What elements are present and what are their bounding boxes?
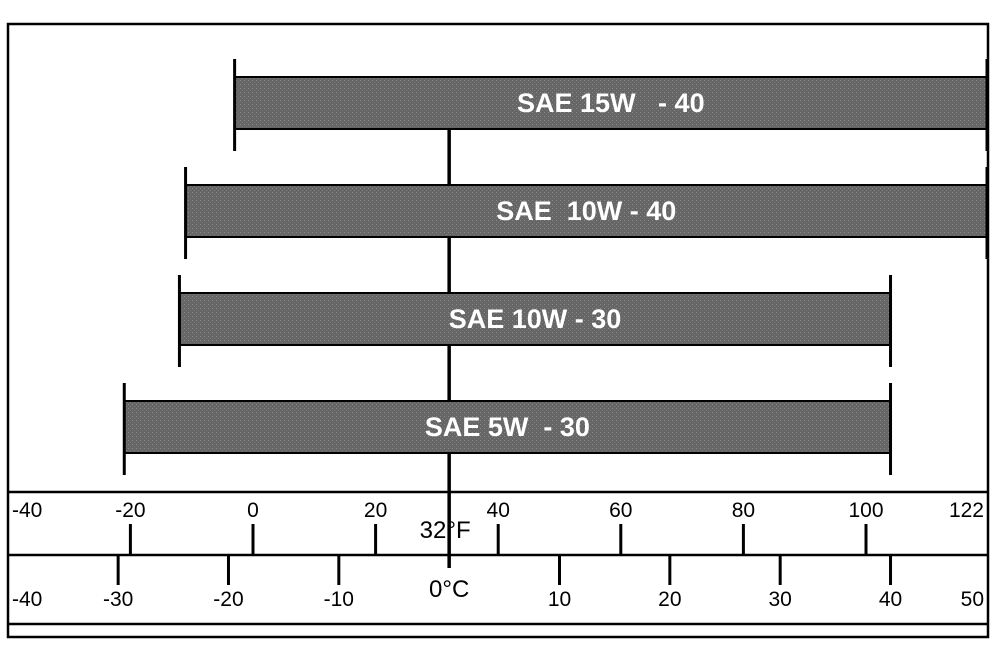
celsius-marker-label: 0°C xyxy=(429,576,469,603)
c-tick-label: -40 xyxy=(12,588,42,611)
f-tick-label: 20 xyxy=(364,499,387,522)
fahrenheit-marker-label: 32°F xyxy=(420,517,471,544)
bar-rect xyxy=(123,400,892,454)
f-tick-label: -20 xyxy=(115,499,145,522)
bar-rect xyxy=(184,184,988,238)
f-tick-label: 0 xyxy=(247,499,259,522)
f-tick-label: -40 xyxy=(12,499,42,522)
c-tick-label: -30 xyxy=(103,588,133,611)
bar-label: SAE 10W - 40 xyxy=(496,196,676,226)
f-tick-label: 40 xyxy=(487,499,510,522)
f-tick-label: 80 xyxy=(732,499,755,522)
bar-label: SAE 5W - 30 xyxy=(425,412,590,442)
viscosity-bars: SAE 15W - 40 SAE 10W - 40 SAE 10W - 30 SAE … xyxy=(122,59,989,475)
celsius-axis: -40 -30 -20 -10 10 20 30 40 50 0°C xyxy=(12,555,984,611)
viscosity-bar: SAE 10W - 30 xyxy=(177,275,893,367)
c-tick-label: -20 xyxy=(213,588,243,611)
f-tick-label: 60 xyxy=(609,499,632,522)
bar-label: SAE 10W - 30 xyxy=(449,304,622,334)
c-tick-label: -10 xyxy=(324,588,354,611)
c-tick-label: 40 xyxy=(879,588,902,611)
bar-label: SAE 15W - 40 xyxy=(517,88,705,118)
c-tick-label: 50 xyxy=(961,588,984,611)
f-tick-label: 100 xyxy=(848,499,883,522)
bar-rect xyxy=(233,76,989,130)
c-tick-label: 30 xyxy=(769,588,792,611)
f-tick-label: 122 xyxy=(949,499,984,522)
viscosity-bar: SAE 5W - 30 xyxy=(122,383,893,475)
fahrenheit-axis: -40 -20 0 20 40 60 80 100 122 32°F xyxy=(12,499,984,555)
viscosity-bar: SAE 15W - 40 xyxy=(233,59,989,151)
c-tick-label: 20 xyxy=(658,588,681,611)
viscosity-bar: SAE 10W - 40 xyxy=(184,167,989,259)
c-tick-label: 10 xyxy=(548,588,571,611)
